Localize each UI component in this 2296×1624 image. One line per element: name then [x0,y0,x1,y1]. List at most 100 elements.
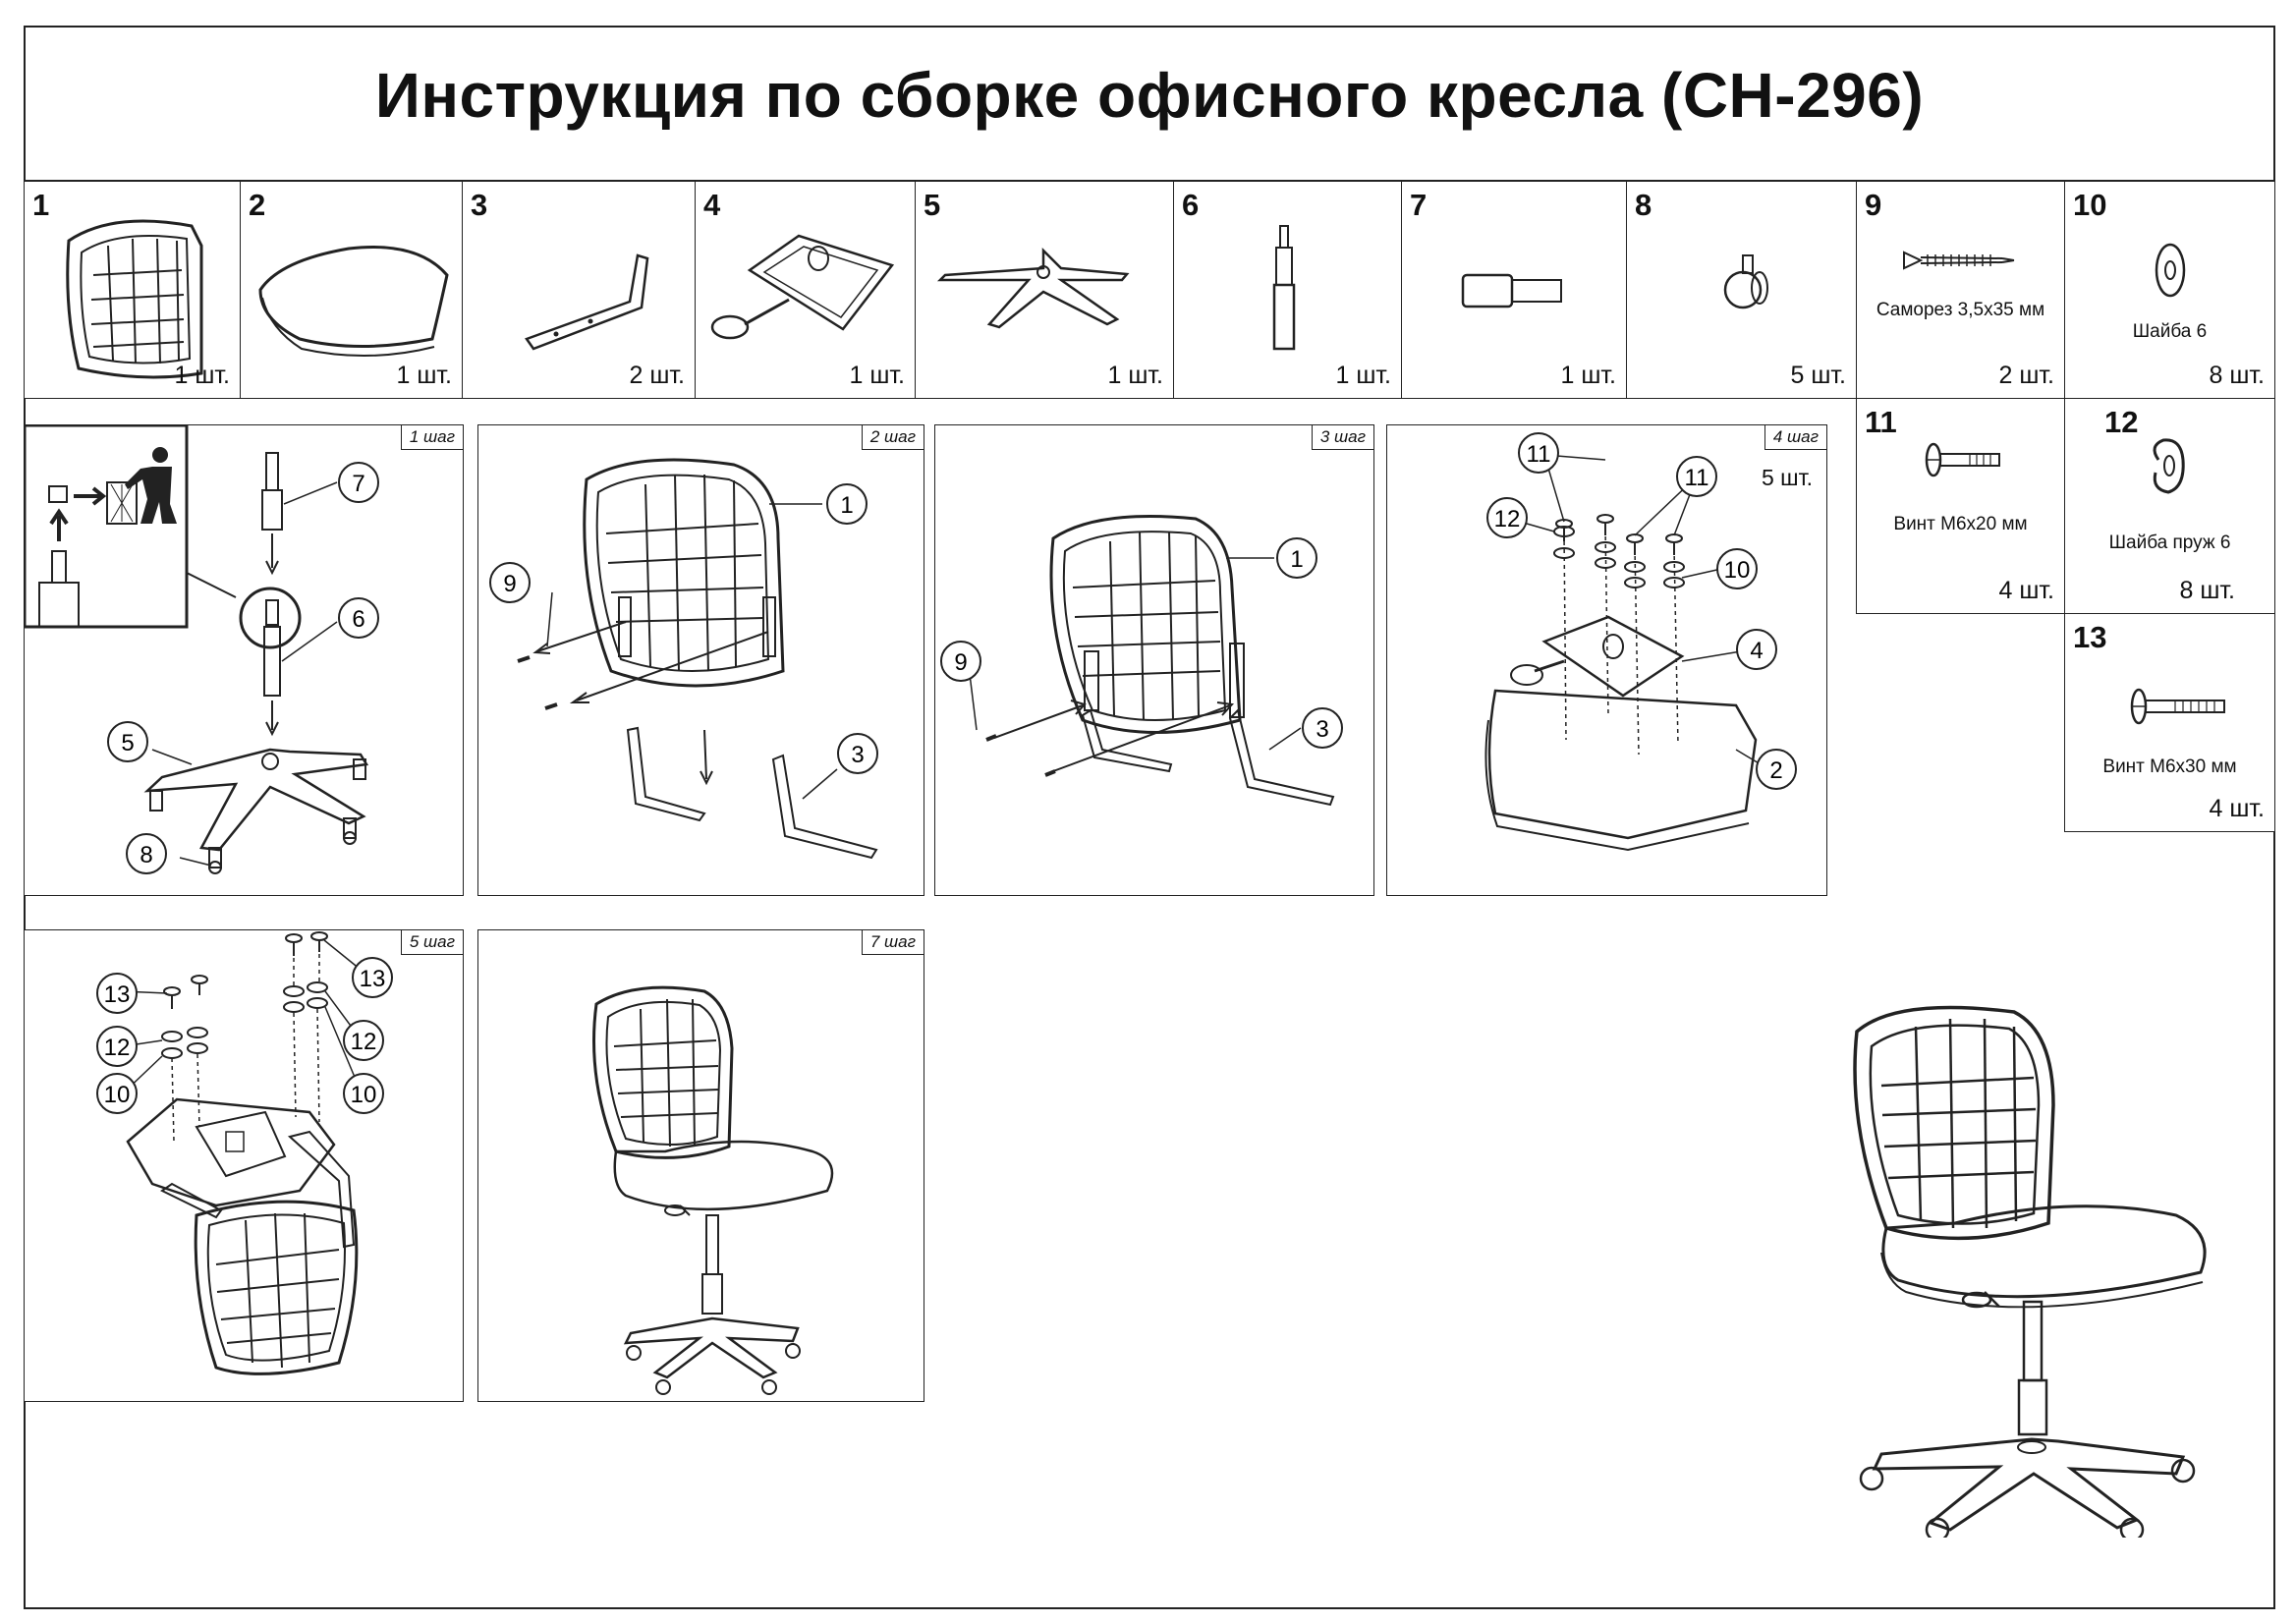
step-4-callout: 10 [1716,548,1758,589]
part-cell-8: 8 5 шт. [1626,181,1857,399]
step-5-callout: 12 [343,1020,384,1061]
spring-washer-icon [2153,438,2185,494]
step-5-diagram: 13 13 12 12 10 10 [96,931,393,1375]
part-name: Винт М6х30 мм [2102,756,2237,777]
svg-text:13: 13 [104,981,131,1008]
svg-text:5: 5 [121,730,134,756]
part-number: 3 [471,188,488,222]
svg-text:2: 2 [1769,757,1782,784]
step-4-callout: 11 [1676,456,1717,497]
part-qty: 8 шт. [2209,362,2265,389]
step-4-callout: 2 [1756,749,1797,790]
part-number: 2 [249,188,266,222]
svg-text:11: 11 [1685,465,1709,491]
step-3-callout: 3 [1302,707,1343,749]
step-2-callout: 3 [837,733,878,774]
step-tag: 1 шаг [400,424,464,450]
svg-text:10: 10 [104,1082,131,1108]
step-2-callout: 1 [826,483,868,525]
part-name: Шайба 6 [2132,321,2208,342]
svg-text:13: 13 [360,966,386,992]
step-tag: 3 шаг [1311,424,1374,450]
svg-text:9: 9 [954,649,967,676]
svg-text:4: 4 [1750,638,1763,664]
part-name: Винт М6х20 мм [1893,514,2028,534]
svg-text:3: 3 [1316,716,1328,743]
part-cell-11: 11 Винт М6х20 мм 4 шт. [1856,398,2065,614]
bolt-long-icon [2130,688,2225,725]
part-number: 10 [2073,188,2107,222]
step-2-callout: 9 [489,562,531,603]
part-qty: 2 шт. [629,362,685,389]
part-qty: 1 шт. [1335,362,1391,389]
step-3-panel: 3 шаг 1 9 3 [934,424,1374,896]
part-cell-12: 12 Шайба пруж 6 8 шт. [2064,398,2275,614]
part-number: 6 [1182,188,1200,222]
step-4-qty: 5 шт. [1761,465,1813,490]
part-qty: 1 шт. [1560,362,1616,389]
step-5-callout: 13 [352,957,393,998]
mechanism-icon [710,234,895,340]
backrest-icon [66,219,203,379]
part-name: Шайба пруж 6 [2108,532,2231,553]
part-number: 13 [2073,620,2107,654]
part-cell-6: 6 1 шт. [1173,181,1402,399]
svg-text:7: 7 [352,471,364,497]
step-tag: 7 шаг [861,929,924,955]
part-name: Саморез 3,5х35 мм [1876,300,2045,320]
part-cell-5: 5 1 шт. [915,181,1174,399]
part-cell-4: 4 1 шт. [695,181,916,399]
part-cell-13: 13 Винт М6х30 мм 4 шт. [2064,613,2275,832]
part-number: 12 [2104,405,2139,439]
base-icon [936,247,1130,329]
part-number: 1 [32,188,50,222]
step-1-callout: 5 [107,721,148,762]
part-qty: 2 шт. [1998,362,2054,389]
step-3-callout: 1 [1276,537,1317,579]
step-1-callout: 8 [126,833,167,874]
step-1-diagram: 7 6 5 8 [25,425,379,874]
cover-icon [1461,273,1562,308]
step-4-callout: 12 [1486,497,1528,538]
washer-icon [2155,243,2186,298]
svg-text:9: 9 [503,571,516,597]
caster-icon [1723,254,1768,309]
page-title: Инструкция по сборке офисного кресла (CH… [374,60,1925,131]
part-qty: 4 шт. [1998,577,2054,604]
assembled-chair-illustration [1853,1005,2207,1538]
part-qty: 1 шт. [174,362,230,389]
part-number: 9 [1865,188,1882,222]
svg-text:12: 12 [104,1035,131,1061]
step-1-callout: 6 [338,597,379,639]
step-4-callout: 11 [1518,432,1559,474]
step-5-callout: 10 [96,1073,138,1114]
step-4-panel: 4 шаг 5 шт. [1386,424,1827,896]
part-qty: 1 шт. [849,362,905,389]
bolt-icon [1925,442,2000,477]
svg-text:12: 12 [1494,506,1521,532]
svg-text:11: 11 [1527,441,1551,468]
part-qty: 5 шт. [1790,362,1846,389]
part-number: 5 [924,188,941,222]
part-number: 8 [1635,188,1652,222]
step-tag: 2 шаг [861,424,924,450]
step-7-panel: 7 шаг [477,929,924,1402]
seat-icon [258,246,449,357]
step-4-callout: 4 [1736,629,1777,670]
step-tag: 5 шаг [400,929,464,955]
part-qty: 1 шт. [1107,362,1163,389]
part-cell-3: 3 2 шт. [462,181,696,399]
svg-text:1: 1 [1290,546,1303,573]
step-4-diagram: 11 11 12 10 4 2 [1484,432,1797,852]
part-number: 11 [1865,405,1897,439]
svg-text:8: 8 [140,842,152,868]
svg-text:3: 3 [851,742,864,768]
step-1-callout: 7 [338,462,379,503]
step-5-panel: 5 шаг [24,929,464,1402]
part-cell-10: 10 Шайба 6 8 шт. [2064,181,2275,399]
part-qty: 4 шт. [2209,795,2265,822]
part-cell-2: 2 1 шт. [240,181,463,399]
screw-icon [1903,251,2015,270]
step-1-panel: 1 шаг [24,424,464,896]
step-2-diagram: 1 9 3 [489,458,878,860]
